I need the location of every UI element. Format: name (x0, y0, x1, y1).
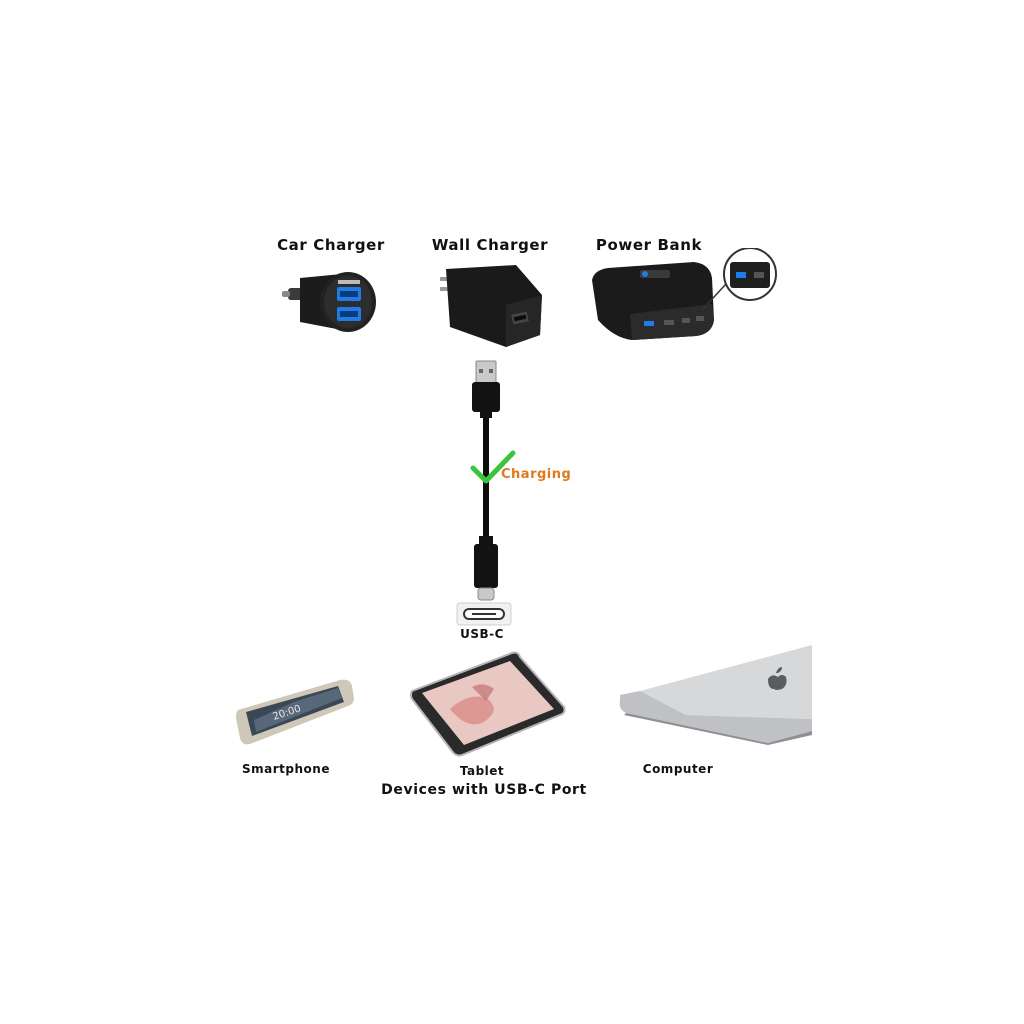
wall-charger-label: Wall Charger (431, 236, 549, 254)
laptop-icon (619, 645, 812, 745)
usb-c-label: USB-C (460, 627, 504, 641)
power-bank-label: Power Bank (595, 236, 703, 254)
smartphone-icon: 20:00 (236, 679, 354, 745)
usb-c-port-icon (456, 602, 512, 626)
computer-label: Computer (642, 762, 714, 776)
power-bank-icon (592, 262, 714, 340)
usb-cable-icon (472, 360, 500, 601)
check-icon (470, 450, 516, 484)
wall-charger-icon (440, 265, 542, 347)
car-charger-icon (282, 272, 376, 332)
port-zoom-icon (701, 248, 777, 311)
smartphone-label: Smartphone (242, 762, 330, 776)
car-charger-label: Car Charger (277, 236, 385, 254)
tablet-label: Tablet (459, 764, 505, 778)
devices-caption: Devices with USB-C Port (381, 782, 587, 798)
tablet-icon (410, 651, 566, 757)
charging-status: Charging (501, 467, 572, 482)
